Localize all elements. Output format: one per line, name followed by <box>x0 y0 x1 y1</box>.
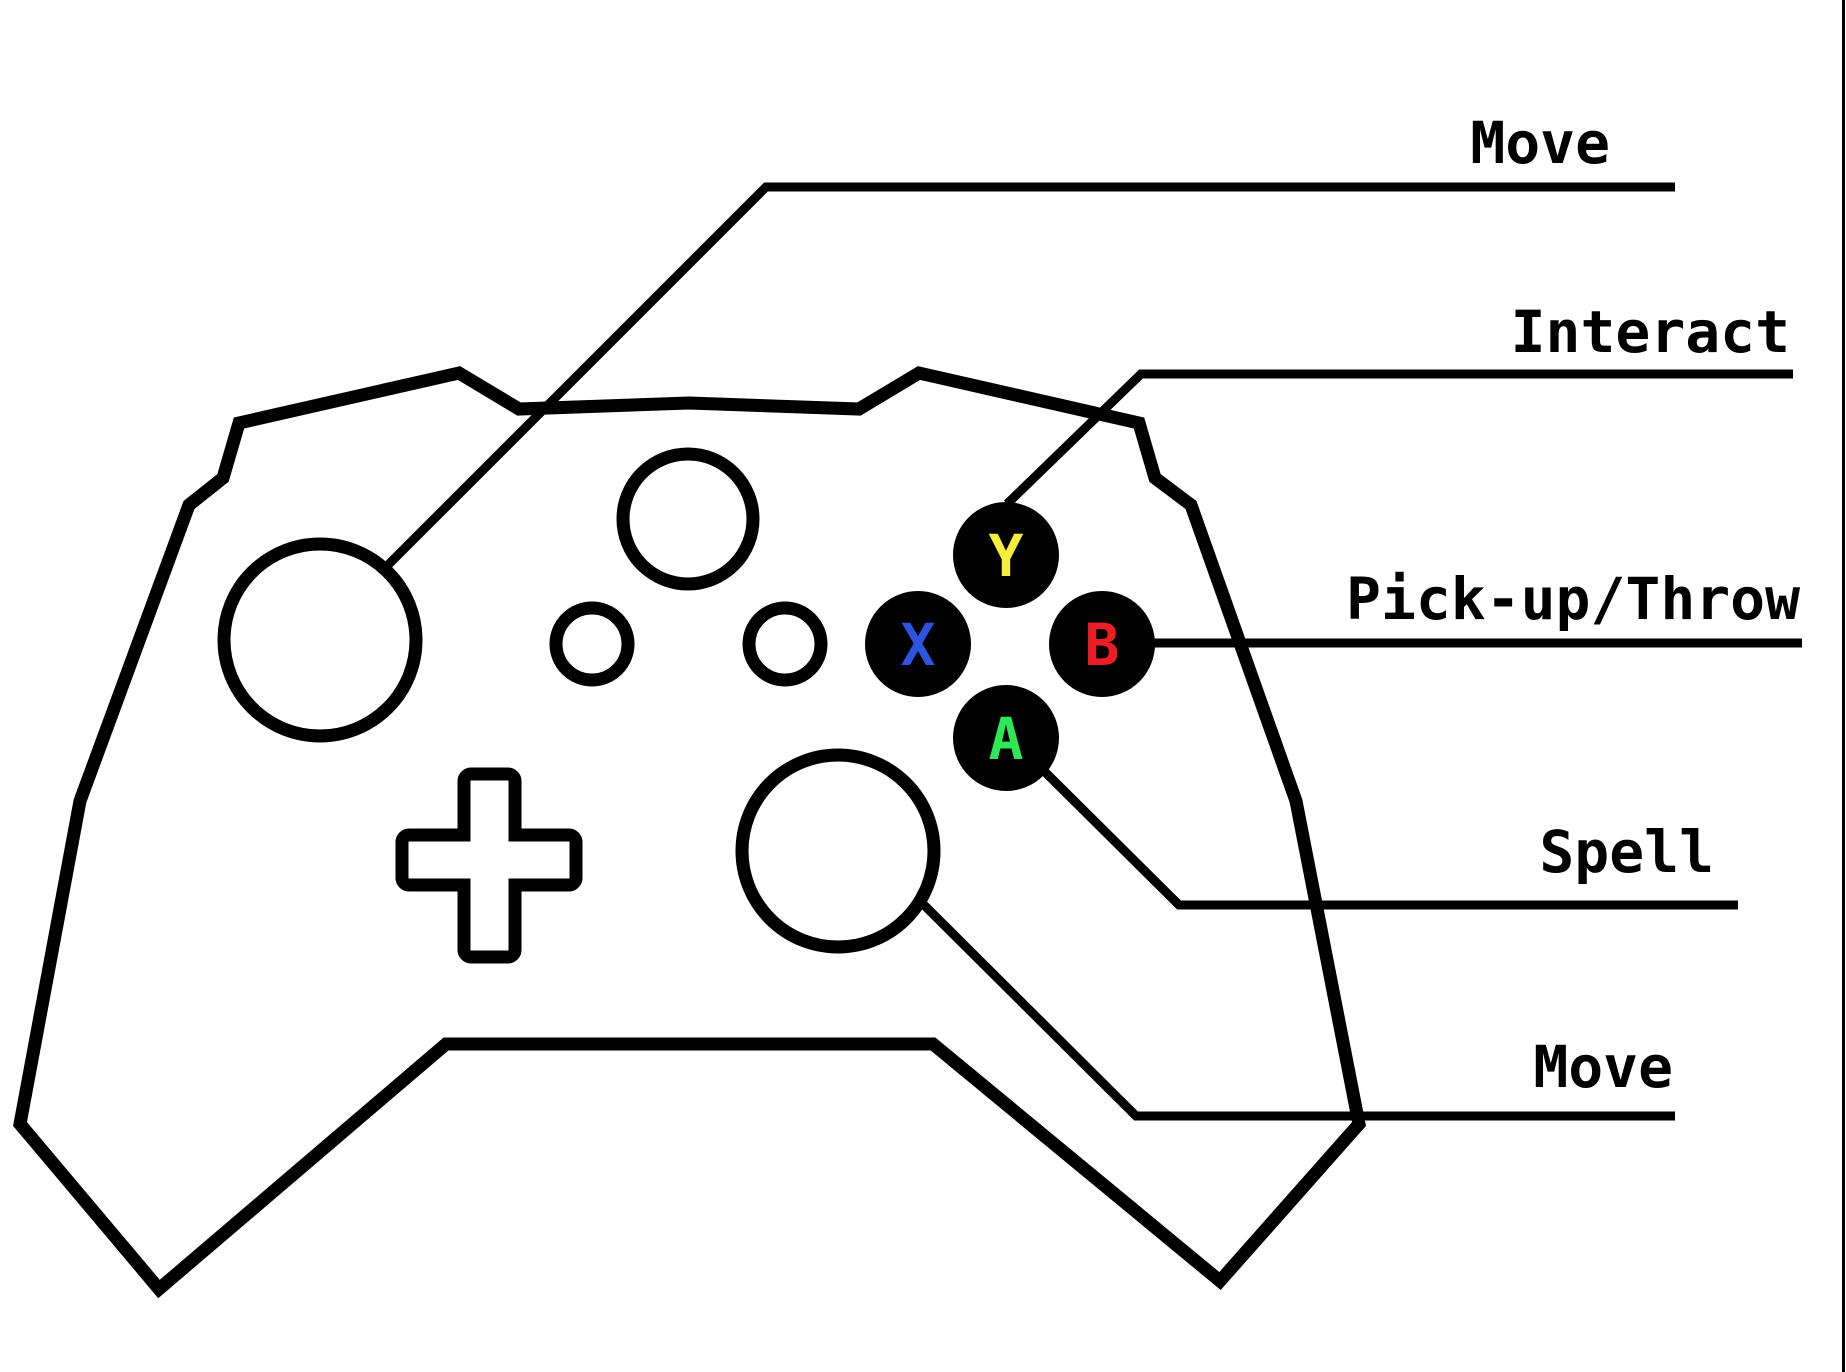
dpad[interactable] <box>395 767 583 964</box>
y-button[interactable]: Y <box>953 502 1059 608</box>
controller-body-outline <box>13 366 1366 1299</box>
x-button[interactable]: X <box>865 591 971 697</box>
label-right-stick: Move <box>1533 1033 1673 1101</box>
label-y-button: Interact <box>1511 298 1790 366</box>
left-stick-leader <box>384 182 1675 569</box>
b-button-letter: B <box>1085 611 1120 679</box>
b-button[interactable]: B <box>1049 591 1155 697</box>
left-thumbstick[interactable] <box>217 537 423 743</box>
view-button[interactable] <box>549 601 635 687</box>
right-edge-border <box>1842 0 1845 1372</box>
right-thumbstick[interactable] <box>735 748 941 954</box>
right-stick-leader <box>918 899 1675 1121</box>
a-button-leader <box>1037 764 1738 910</box>
label-left-stick: Move <box>1470 109 1610 177</box>
y-button-letter: Y <box>989 522 1024 590</box>
x-button-letter: X <box>901 611 936 679</box>
label-a-button: Spell <box>1539 818 1714 886</box>
y-button-leader <box>1003 369 1793 508</box>
a-button[interactable]: A <box>953 685 1059 791</box>
guide-button[interactable] <box>616 447 760 591</box>
a-button-letter: A <box>989 705 1024 773</box>
menu-button[interactable] <box>742 601 828 687</box>
label-b-button: Pick-up/Throw <box>1346 565 1800 633</box>
